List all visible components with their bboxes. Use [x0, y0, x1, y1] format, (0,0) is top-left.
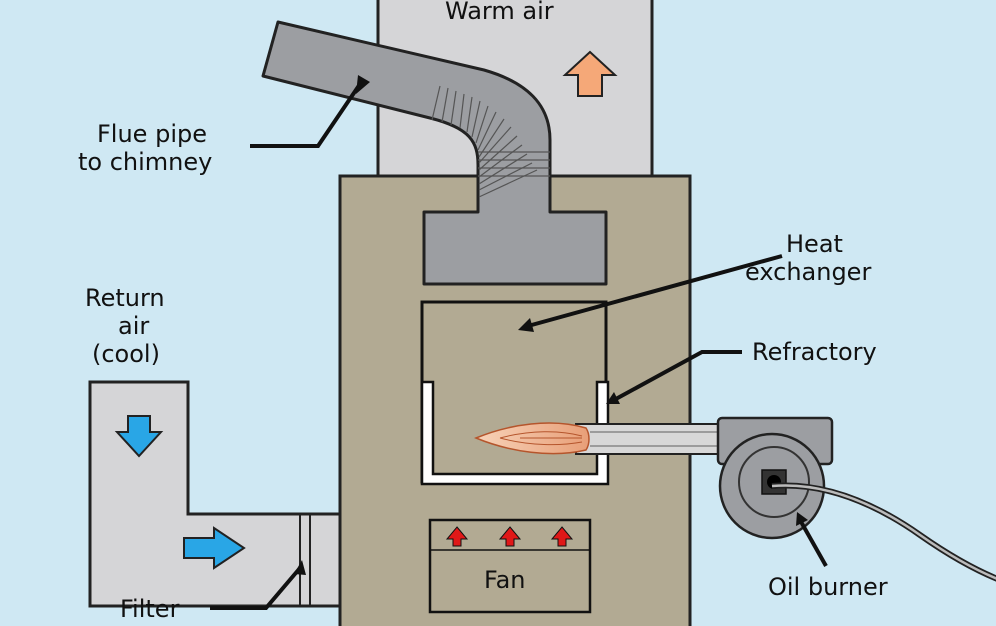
burner-tube	[575, 423, 725, 455]
flue-pipe	[261, 20, 608, 286]
fan-arrow-1-icon	[445, 526, 469, 547]
refractory-label: Refractory	[752, 338, 877, 366]
oil-burner	[716, 416, 834, 540]
refractory-liner	[420, 380, 610, 486]
heat-exchanger-leader-line	[527, 254, 783, 328]
flue-leader-line	[250, 82, 362, 148]
fan-arrow-3-icon	[550, 526, 574, 547]
return-air-label-line2: air	[118, 312, 149, 340]
filter-leader-line	[210, 566, 302, 610]
return-air-label-line3: (cool)	[92, 340, 160, 368]
flue-pipe-label-line2: to chimney	[78, 148, 212, 176]
heat-exchanger-label-line2: exchanger	[745, 258, 871, 286]
return-air-label-line1: Return	[85, 284, 165, 312]
filter-label: Filter	[120, 595, 180, 623]
oil-burner-label: Oil burner	[768, 573, 888, 601]
fan-arrow-2-icon	[498, 526, 522, 547]
cool-air-down-arrow-icon	[114, 415, 164, 458]
refractory-leader-line	[613, 350, 742, 402]
heat-exchanger-label-line1: Heat	[786, 230, 843, 258]
oil-burner-leader-line	[798, 519, 828, 567]
warm-air-label: Warm air	[445, 0, 554, 25]
fan-label: Fan	[484, 566, 526, 594]
cool-air-right-arrow-icon	[183, 526, 246, 570]
warm-air-arrow-icon	[562, 50, 618, 97]
flue-pipe-label-line1: Flue pipe	[97, 120, 207, 148]
flame	[474, 422, 590, 455]
filter	[299, 514, 311, 606]
